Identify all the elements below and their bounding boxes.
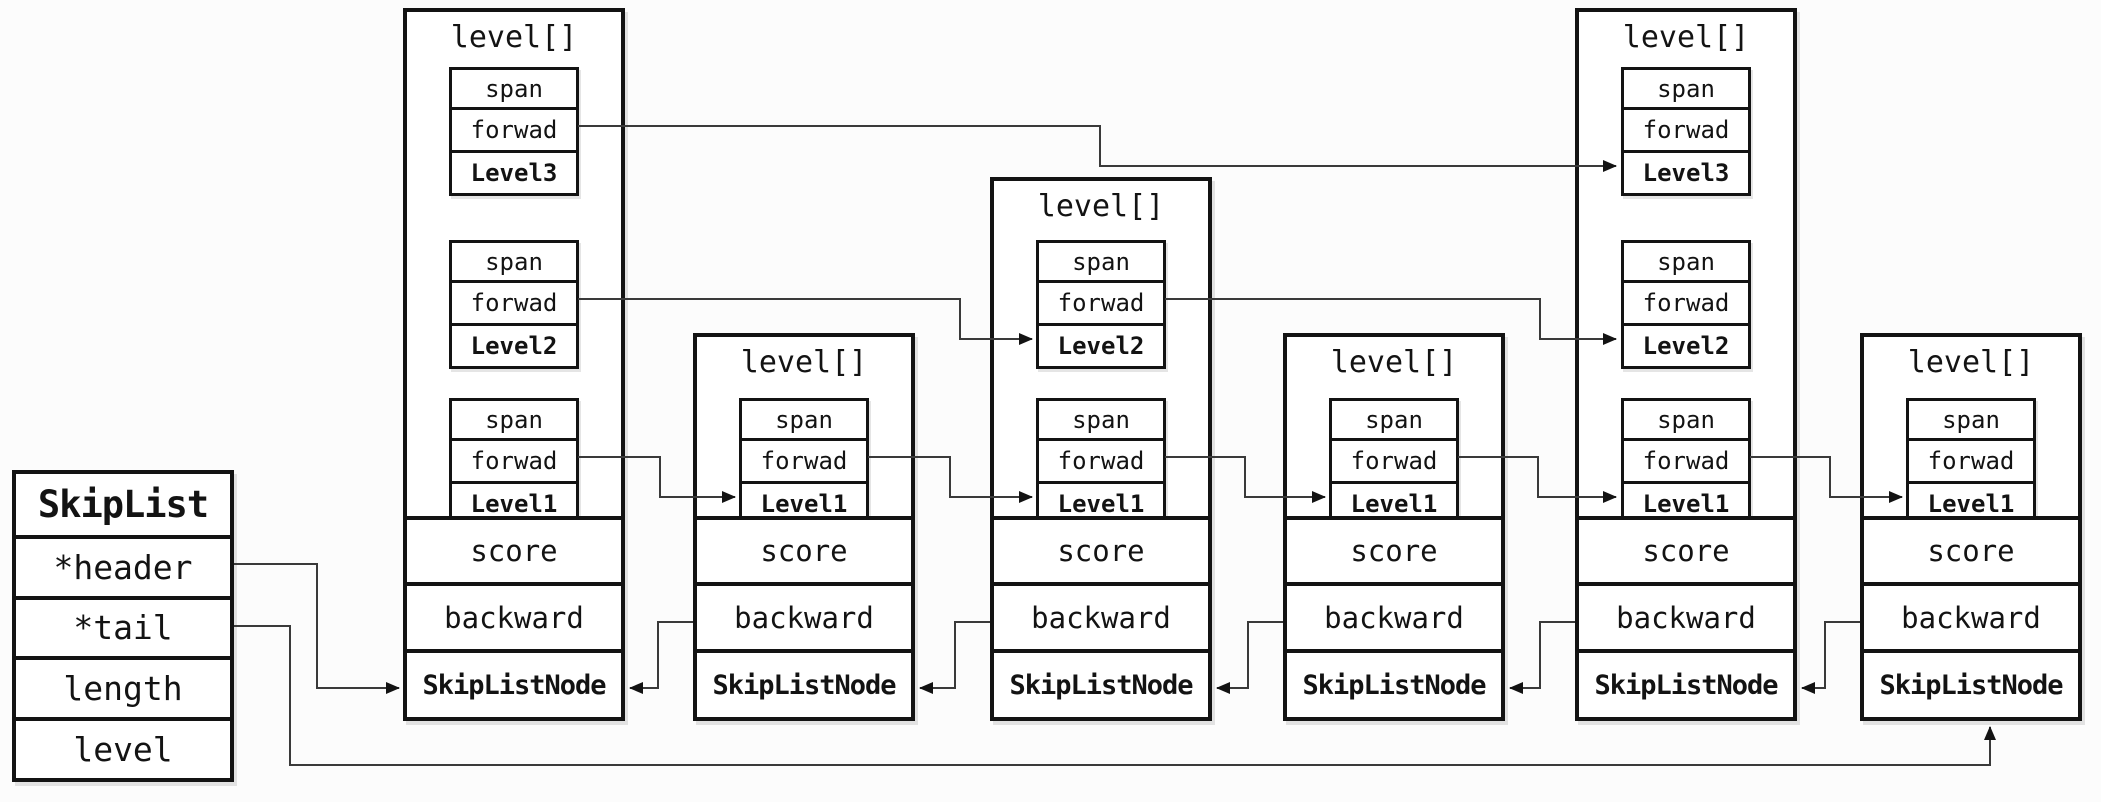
score-cell: score bbox=[407, 516, 621, 582]
forward-cell: forwad bbox=[452, 107, 576, 150]
level-array-title: level[] bbox=[1907, 345, 2035, 380]
arrow-backward-n2-n1 bbox=[629, 621, 693, 694]
level-label-cell: Level3 bbox=[1624, 150, 1748, 193]
backward-cell: backward bbox=[1287, 582, 1501, 649]
level-label-cell: Level2 bbox=[1039, 323, 1163, 366]
level-label-cell: Level1 bbox=[452, 481, 576, 524]
forward-cell: forwad bbox=[1039, 438, 1163, 481]
skiplist-title: SkipList bbox=[37, 482, 209, 526]
backward-cell: backward bbox=[697, 582, 911, 649]
node-type-cell: SkipListNode bbox=[994, 649, 1208, 717]
span-cell: span bbox=[485, 247, 543, 276]
skiplist-node-6: level[] span forwad Level1 score backwar… bbox=[1860, 333, 2082, 721]
level-label-cell: Level1 bbox=[1039, 481, 1163, 524]
span-cell: span bbox=[485, 74, 543, 103]
node-type-cell: SkipListNode bbox=[407, 649, 621, 717]
level-array-title: level[] bbox=[1037, 189, 1165, 224]
backward-cell: backward bbox=[407, 582, 621, 649]
score-cell: score bbox=[1579, 516, 1793, 582]
skiplist-node-5: level[] span forwad Level3 span forwad L… bbox=[1575, 8, 1797, 721]
forward-cell: forwad bbox=[452, 280, 576, 323]
span-cell: span bbox=[1657, 405, 1715, 434]
forward-cell: forwad bbox=[1624, 280, 1748, 323]
forward-cell: forwad bbox=[1332, 438, 1456, 481]
node-type-cell: SkipListNode bbox=[1287, 649, 1501, 717]
level-entry-1: span forwad Level1 bbox=[1906, 398, 2036, 527]
span-cell: span bbox=[1365, 405, 1423, 434]
backward-cell: backward bbox=[994, 582, 1208, 649]
level-label-cell: Level1 bbox=[1624, 481, 1748, 524]
skiplist-node-2: level[] span forwad Level1 score backwar… bbox=[693, 333, 915, 721]
span-cell: span bbox=[1657, 74, 1715, 103]
level-entry-3: span forwad Level3 bbox=[1621, 67, 1751, 196]
node-type-cell: SkipListNode bbox=[1864, 649, 2078, 717]
skiplist-field-length: length bbox=[16, 656, 230, 717]
level-entry-1: span forwad Level1 bbox=[1329, 398, 1459, 527]
level-entry-2: span forwad Level2 bbox=[1621, 240, 1751, 369]
level-entry-2: span forwad Level2 bbox=[1036, 240, 1166, 369]
level-array-title: level[] bbox=[1330, 345, 1458, 380]
arrow-header-to-node1 bbox=[234, 563, 400, 694]
level-label-cell: Level3 bbox=[452, 150, 576, 193]
skiplist-node-4: level[] span forwad Level1 score backwar… bbox=[1283, 333, 1505, 721]
level-entry-1: span forwad Level1 bbox=[1621, 398, 1751, 527]
score-cell: score bbox=[1864, 516, 2078, 582]
span-cell: span bbox=[1942, 405, 2000, 434]
level-label-cell: Level1 bbox=[1332, 481, 1456, 524]
level-label-cell: Level2 bbox=[452, 323, 576, 366]
span-cell: span bbox=[775, 405, 833, 434]
score-cell: score bbox=[1287, 516, 1501, 582]
level-entry-1: span forwad Level1 bbox=[739, 398, 869, 527]
forward-cell: forwad bbox=[1624, 438, 1748, 481]
backward-cell: backward bbox=[1864, 582, 2078, 649]
level-entry-2: span forwad Level2 bbox=[449, 240, 579, 369]
skiplist-field-header: *header bbox=[16, 534, 230, 596]
skiplist-field-level: level bbox=[16, 717, 230, 778]
forward-cell: forwad bbox=[742, 438, 866, 481]
level-array-title: level[] bbox=[1622, 20, 1750, 55]
arrow-forward-level3-n1-n5 bbox=[578, 125, 1617, 172]
arrow-backward-n3-n2 bbox=[919, 621, 990, 694]
skiplist-node-3: level[] span forwad Level2 span forwad L… bbox=[990, 177, 1212, 721]
level-label-cell: Level1 bbox=[1909, 481, 2033, 524]
span-cell: span bbox=[1072, 405, 1130, 434]
level-entry-3: span forwad Level3 bbox=[449, 67, 579, 196]
forward-cell: forwad bbox=[1039, 280, 1163, 323]
span-cell: span bbox=[485, 405, 543, 434]
level-array-title: level[] bbox=[740, 345, 868, 380]
node-type-cell: SkipListNode bbox=[697, 649, 911, 717]
score-cell: score bbox=[697, 516, 911, 582]
arrow-backward-n4-n3 bbox=[1216, 621, 1283, 694]
span-cell: span bbox=[1072, 247, 1130, 276]
skiplist-field-tail: *tail bbox=[16, 595, 230, 657]
skiplist-node-1: level[] span forwad Level3 span forwad L… bbox=[403, 8, 625, 721]
level-entry-1: span forwad Level1 bbox=[449, 398, 579, 527]
level-label-cell: Level1 bbox=[742, 481, 866, 524]
span-cell: span bbox=[1657, 247, 1715, 276]
arrow-backward-n5-n4 bbox=[1509, 621, 1575, 694]
forward-cell: forwad bbox=[452, 438, 576, 481]
level-array-title: level[] bbox=[450, 20, 578, 55]
level-label-cell: Level2 bbox=[1624, 323, 1748, 366]
skiplist-struct-box: SkipList *header *tail length level bbox=[12, 470, 234, 782]
level-entry-1: span forwad Level1 bbox=[1036, 398, 1166, 527]
arrow-backward-n6-n5 bbox=[1801, 621, 1860, 694]
score-cell: score bbox=[994, 516, 1208, 582]
forward-cell: forwad bbox=[1624, 107, 1748, 150]
node-type-cell: SkipListNode bbox=[1579, 649, 1793, 717]
forward-cell: forwad bbox=[1909, 438, 2033, 481]
backward-cell: backward bbox=[1579, 582, 1793, 649]
